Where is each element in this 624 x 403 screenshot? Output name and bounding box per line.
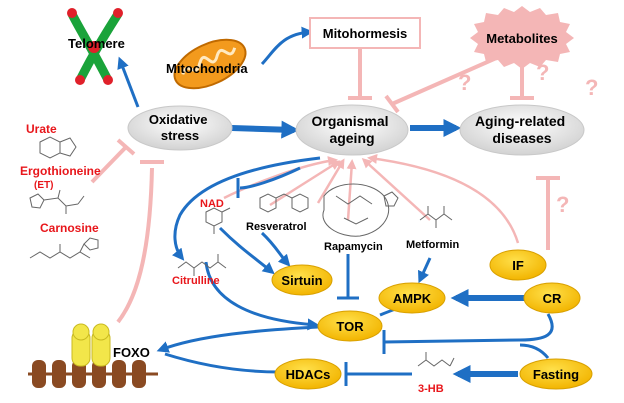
hdacs-to-foxo-line xyxy=(164,352,281,374)
aging-related-diseases-node xyxy=(459,104,585,156)
oxidative-to-telomere-arrow xyxy=(117,56,140,108)
carnosine-label: Carnosine xyxy=(40,221,99,235)
metformin-structure xyxy=(419,206,453,228)
rapamycin-structure xyxy=(322,183,399,237)
metabolites-burst xyxy=(470,6,574,69)
aging-related-diseases-label: Aging-related diseases xyxy=(475,113,569,146)
hdacs-node xyxy=(274,358,342,390)
organismal-ageing-node xyxy=(295,104,409,156)
foxo-label: FOXO xyxy=(113,345,150,360)
mitohormesis-label: Mitohormesis xyxy=(323,26,408,41)
fasting-label: Fasting xyxy=(533,367,579,382)
3hb-label: 3-HB xyxy=(418,383,444,395)
ampk-label: AMPK xyxy=(393,291,432,306)
telomere-label: Telomere xyxy=(68,36,125,51)
antioxidant-inhibit-line xyxy=(90,145,128,184)
question-mark-3: ? xyxy=(585,75,598,100)
resveratrol-label: Resveratrol xyxy=(246,221,307,233)
urate-structure xyxy=(39,136,77,159)
mitochondria-label: Mitochondria xyxy=(166,61,248,76)
sirtuin-node xyxy=(271,264,333,296)
question-mark-1: ? xyxy=(458,70,471,95)
if-label: IF xyxy=(512,258,524,273)
hdacs-label: HDACs xyxy=(286,367,331,382)
foxo-to-oxidative-line xyxy=(116,167,154,324)
cr-node xyxy=(523,282,581,314)
fasting-node xyxy=(519,358,593,390)
question-mark-2: ? xyxy=(536,60,549,85)
citrulline-label: Citrulline xyxy=(172,275,220,287)
cr-label: CR xyxy=(543,291,562,306)
cr-inhibit-tor-line xyxy=(383,313,554,344)
ageing-inhibit-nad-line xyxy=(239,166,301,190)
metabolites-label: Metabolites xyxy=(486,31,558,46)
ampk-node xyxy=(378,282,446,314)
mitochondria-to-mitohormesis-arrow xyxy=(260,26,314,66)
foxo-protein-icon xyxy=(71,323,111,367)
organismal-ageing-label: Organismal ageing xyxy=(312,113,393,146)
chromosome-icon xyxy=(67,8,123,85)
fasting-to-cr-link xyxy=(519,343,550,359)
tor-to-foxo-arrow xyxy=(156,325,319,353)
if-node xyxy=(489,249,547,281)
pink-fan-arrows xyxy=(223,153,520,244)
ergothioneine-label: Ergothioneine xyxy=(20,164,101,178)
oxidative-stress-node xyxy=(127,105,233,151)
resveratrol-to-sirtuin-arrow xyxy=(260,231,291,267)
rapamycin-label: Rapamycin xyxy=(324,241,383,253)
ergothioneine-structure xyxy=(29,189,85,214)
carnosine-structure xyxy=(29,237,99,259)
citrulline-structure xyxy=(177,254,227,276)
ageing-to-citrulline-arrow xyxy=(172,156,321,261)
sirtuin-label: Sirtuin xyxy=(281,273,322,288)
mitochondria-icon xyxy=(173,38,247,90)
nad-structure xyxy=(205,207,231,234)
metabolites-to-ageing-bar xyxy=(384,94,400,114)
dna-nucleosomes-icon xyxy=(28,360,158,388)
question-mark-4: ? xyxy=(556,192,569,217)
resveratrol-structure xyxy=(259,193,309,213)
metformin-to-ampk-arrow xyxy=(418,257,432,284)
oxidative-stress-label: Oxidative stress xyxy=(149,112,211,143)
blue-arrows xyxy=(117,26,554,386)
tor-node xyxy=(317,310,383,342)
3hb-structure xyxy=(417,352,455,367)
urate-label: Urate xyxy=(26,122,57,136)
metformin-label: Metformin xyxy=(406,239,459,251)
tor-label: TOR xyxy=(336,319,364,334)
antioxidant-inhibit-bar xyxy=(116,138,136,156)
citrulline-to-tor-arrow xyxy=(204,261,320,331)
oxidative-to-ageing-arrow xyxy=(231,120,300,139)
ergothioneine-abbr: (ET) xyxy=(34,180,53,191)
mitohormesis-box xyxy=(309,17,421,49)
nad-to-sirtuin-arrow xyxy=(218,226,275,275)
nad-label: NAD xyxy=(200,198,224,210)
